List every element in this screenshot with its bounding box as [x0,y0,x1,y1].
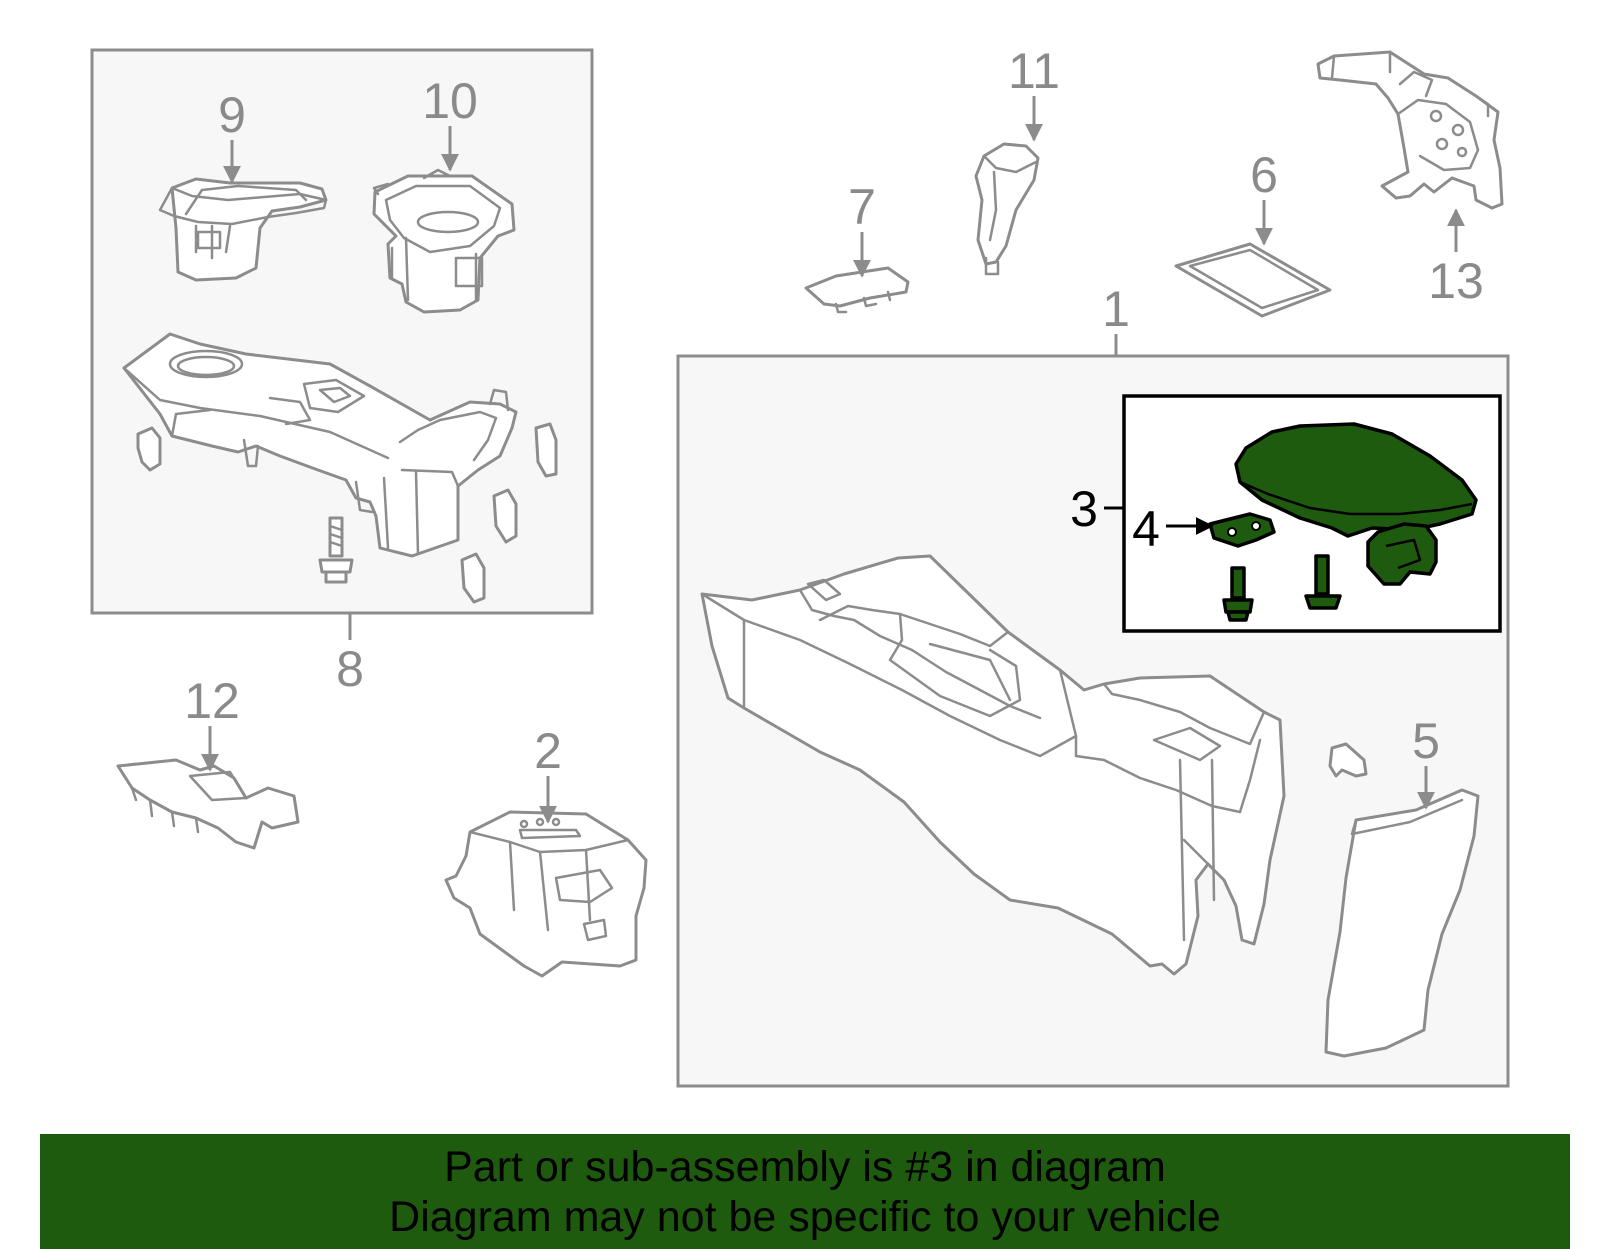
part-1-console-body[interactable] [700,554,1286,976]
callout-12: 12 [184,673,240,729]
part-2-shift-lever-bracket[interactable] [444,810,648,978]
callout-7: 7 [848,179,876,235]
part-8-console-upper-panel[interactable] [122,332,518,558]
part-4-hinge-plate[interactable] [1208,512,1276,548]
part-13-parking-brake-lever[interactable] [1316,50,1504,210]
screw-highlighted-right [1304,554,1342,610]
clip-left-8 [136,426,162,472]
part-10-cup-holder[interactable] [372,168,516,314]
banner-line-1: Part or sub-assembly is #3 in diagram [444,1143,1166,1191]
clip-bottom-8 [460,552,486,604]
part-5-side-panel[interactable] [1324,788,1480,1058]
part-11-shift-knob[interactable] [974,142,1040,276]
part-3-armrest-lid[interactable] [1234,422,1478,586]
callout-6: 6 [1250,147,1278,203]
part-12-shift-panel[interactable] [116,758,300,850]
callout-3: 3 [1070,481,1098,537]
callout-10: 10 [422,73,478,129]
callout-2: 2 [534,723,562,779]
banner-line-2: Diagram may not be specific to your vehi… [389,1193,1221,1241]
callout-11: 11 [1008,43,1060,99]
callout-1: 1 [1102,281,1130,337]
callout-13: 13 [1428,253,1484,309]
callout-5: 5 [1412,713,1440,769]
callout-9: 9 [218,87,246,143]
info-banner: Part or sub-assembly is #3 in diagram Di… [40,1134,1570,1249]
callout-8: 8 [336,641,364,697]
clip-near-5 [1328,742,1368,778]
part-9-cup-holder-insert[interactable] [158,177,328,282]
clip-right-middle-8 [492,488,518,544]
clip-right-upper-8 [534,422,558,478]
part-6-mat[interactable] [1174,242,1332,318]
callout-4: 4 [1132,501,1160,557]
part-7-cover[interactable] [804,266,910,314]
screw-highlighted-left [1222,566,1254,622]
screw-8 [318,516,354,584]
